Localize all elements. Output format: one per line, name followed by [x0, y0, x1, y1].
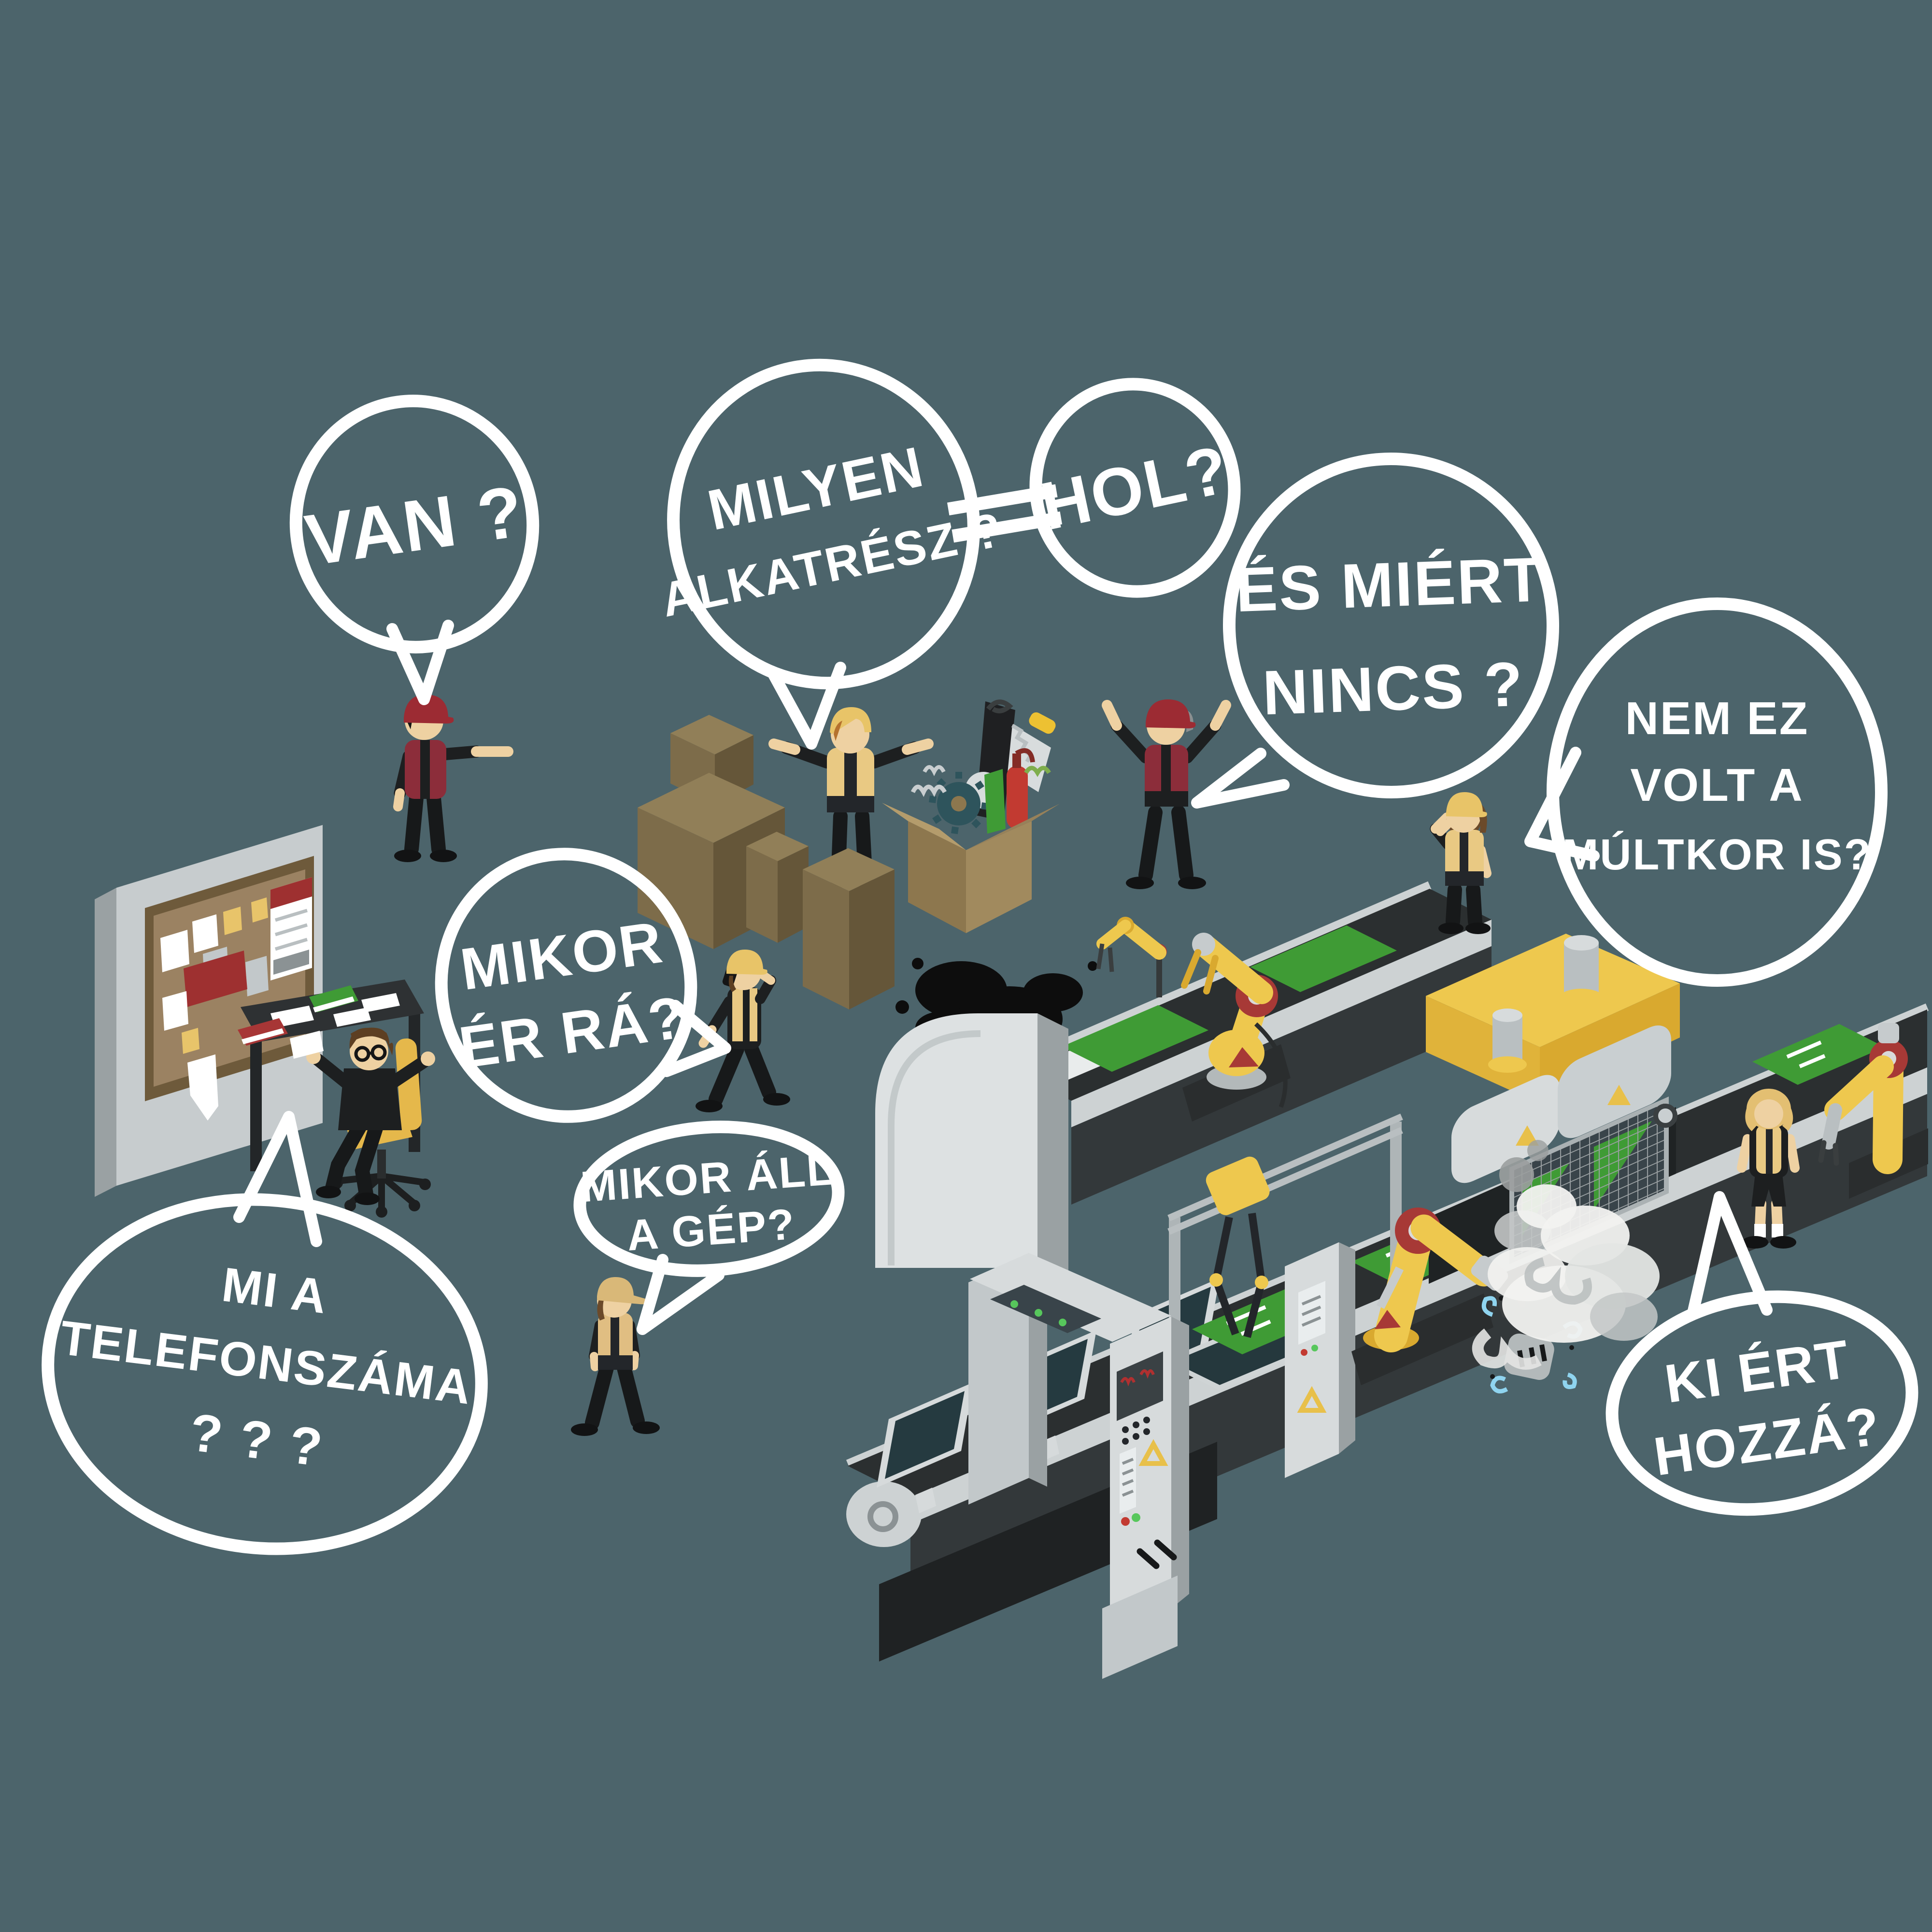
bubble-text: NEM EZ: [1625, 693, 1809, 744]
control-pillar: [1285, 1242, 1355, 1478]
glasses: [354, 1046, 370, 1062]
worker-arms-spread-by-boxes: [768, 707, 934, 889]
bubble-text: MI A: [219, 1257, 331, 1324]
binder-pages: [313, 996, 355, 1012]
red-cap: [404, 695, 454, 724]
hair: [728, 976, 736, 992]
vest-stripe: [732, 988, 743, 1041]
press-housing: [1451, 1075, 1560, 1183]
red-cap: [1146, 699, 1196, 728]
robot-arm-large: [1181, 933, 1291, 1122]
press-cylinder: [1559, 935, 1604, 1007]
pinned-notes: [160, 877, 312, 1121]
open-toolbox: [882, 699, 1060, 933]
press-housing: [1558, 1025, 1671, 1138]
paper: [361, 993, 400, 1012]
skid-marks: [1136, 1539, 1177, 1569]
speech-bubble-nem-ez: NEM EZ VOLT A MÚLTKOR IS?: [1524, 597, 1888, 987]
box-flap: [882, 803, 966, 850]
spring-green: [1024, 766, 1051, 777]
scanner-gantry: [968, 1253, 1189, 1679]
shorts: [1751, 1174, 1786, 1207]
worker-pointing-red-cap: [393, 695, 513, 862]
speech-bubble-mikor-all: MIKOR ÁLL A GÉP?: [573, 1121, 845, 1335]
worker-arms-raised-red-vest: [1102, 699, 1231, 889]
calendar-note: [270, 877, 312, 980]
press-ring-detail: [1653, 1104, 1677, 1128]
sock: [1772, 1224, 1783, 1237]
control-panel: [1117, 1351, 1163, 1421]
box-flap: [966, 804, 1060, 850]
belt-roller: [867, 1501, 898, 1532]
wall-side: [95, 888, 116, 1197]
belt-end-cap: [846, 1481, 922, 1547]
worker-walking-hands-down: [571, 1277, 660, 1436]
warning-triangle: [1516, 1125, 1539, 1146]
head: [1754, 1099, 1783, 1128]
worker-standing-shorts: [1737, 1089, 1800, 1249]
paper: [333, 1008, 371, 1027]
pcb-board: [1250, 925, 1397, 992]
worker-facepalm-long-hair: [1430, 792, 1492, 934]
speech-bubble-es-miert: ÉS MIÉRT NINCS ?: [1191, 453, 1560, 809]
warning-triangle: [1607, 1085, 1631, 1105]
press-cylinder: [1488, 1009, 1527, 1073]
spring: [923, 765, 946, 776]
pcb-board: [1062, 1005, 1208, 1072]
hair: [597, 1299, 605, 1321]
bubble-text: MÚLTKOR IS?: [1562, 830, 1872, 879]
bubble-text: NINCS ?: [1262, 649, 1525, 728]
cardboard-boxes: [638, 715, 895, 1009]
hard-hat: [830, 707, 871, 734]
sock: [1754, 1224, 1766, 1237]
hard-hat: [1446, 792, 1487, 817]
warehouse-corner: [638, 699, 1060, 1009]
warning-triangle: [1138, 1439, 1168, 1466]
belt-frame: [1071, 920, 1492, 1127]
bubble-text: A GÉP?: [625, 1200, 797, 1260]
person-at-desk-stretching: [290, 1027, 435, 1218]
robot-arm-small: [1096, 917, 1167, 997]
binder-pages: [242, 1028, 284, 1044]
speech-bubble-milyen: MILYEN ALKATRÉSZ ?: [656, 358, 1066, 750]
hard-hat: [726, 950, 767, 975]
robot-arm-far-right: [1818, 1023, 1928, 1199]
pcb-board: [1752, 1024, 1885, 1085]
flat-cap: [597, 1277, 648, 1305]
rail-carriage: [1206, 1156, 1270, 1215]
green-part-box: [984, 769, 1006, 834]
bubble-text: ÉS MIÉRT: [1235, 544, 1545, 625]
machine-arch-cover: [875, 1013, 1068, 1283]
bubble-text: VOLT A: [1630, 759, 1804, 811]
upper-conveyor-line: [875, 881, 1492, 1283]
office-corner: [95, 825, 435, 1218]
belt-back-rail: [1008, 881, 1432, 1071]
spring: [910, 784, 947, 797]
smoke-cloud: [1472, 1140, 1660, 1370]
paper-in-hand: [290, 1031, 324, 1059]
fire-extinguisher: [1007, 748, 1035, 829]
monitor: [877, 1382, 973, 1513]
keypad: [1120, 1447, 1136, 1514]
